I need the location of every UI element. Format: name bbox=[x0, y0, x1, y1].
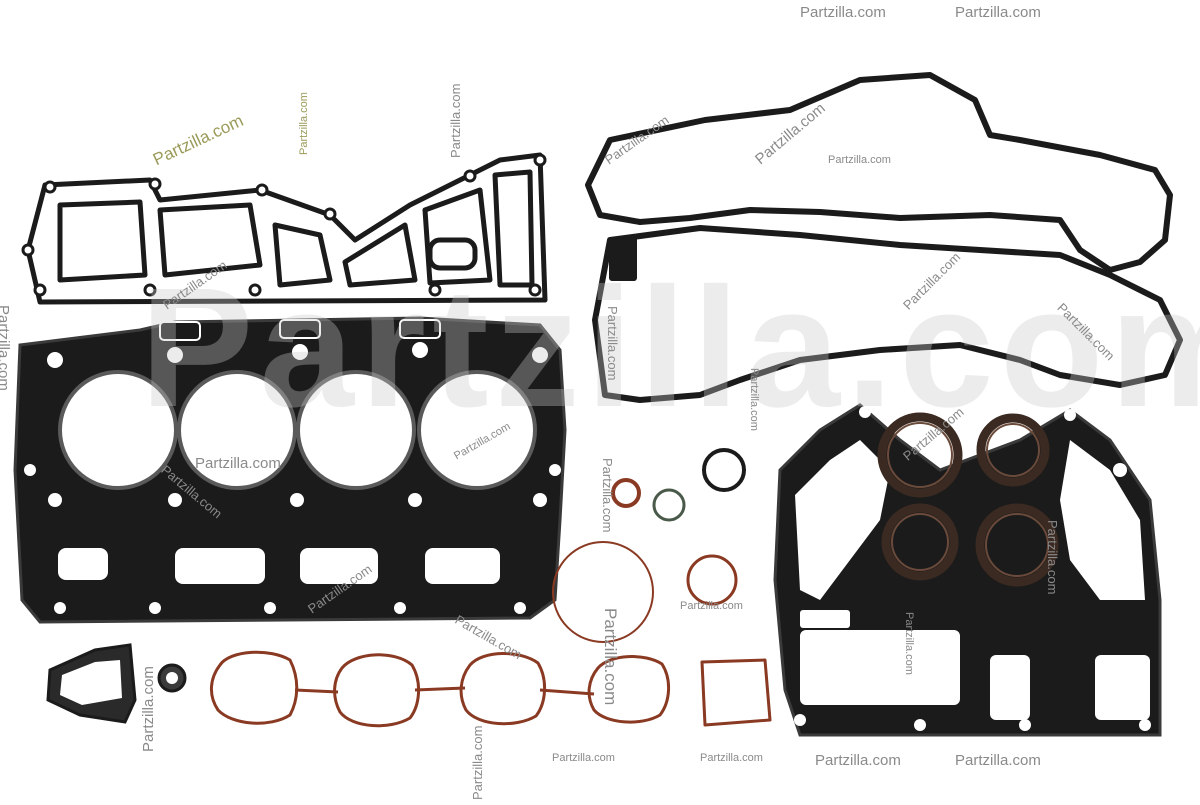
cylinder-head-gasket bbox=[13, 316, 567, 624]
o-rings bbox=[552, 448, 746, 643]
rocker-cover-gasket bbox=[585, 72, 1183, 403]
exhaust-cover-gasket bbox=[21, 152, 548, 305]
lower-casing-gasket bbox=[773, 403, 1162, 737]
intake-manifold-gasket bbox=[210, 650, 772, 728]
thermostat-gasket bbox=[46, 643, 187, 724]
